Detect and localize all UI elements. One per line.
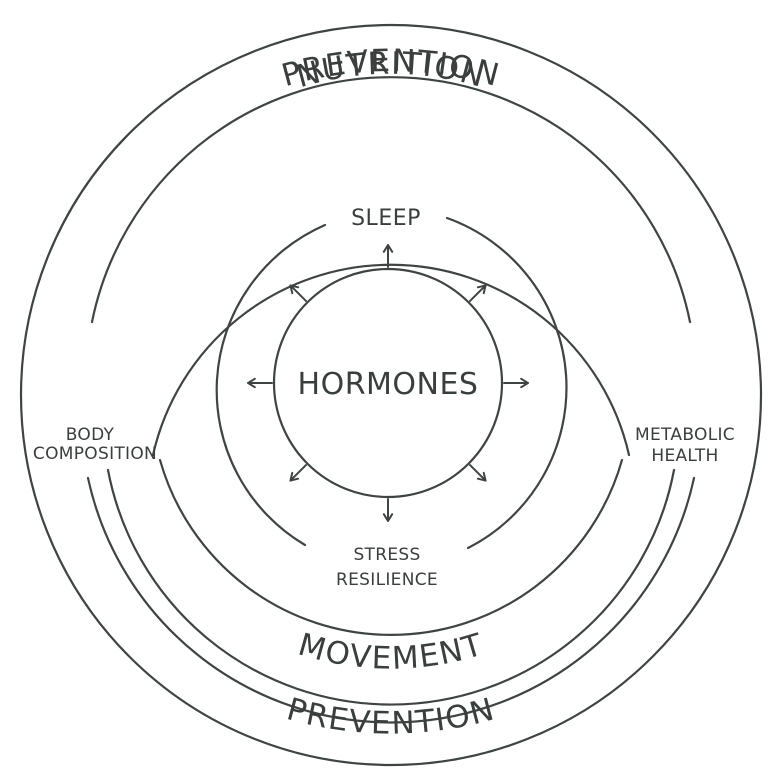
hormones-circle xyxy=(272,267,504,499)
composition-label: COMPOSITION xyxy=(33,444,157,464)
arrow-down-icon xyxy=(382,498,394,522)
arrow-up-icon xyxy=(382,244,394,268)
hormones-label: HORMONES xyxy=(298,367,479,402)
health-label: HEALTH xyxy=(651,446,718,466)
nutrition-band-outer-arc xyxy=(90,76,692,324)
arrow-down-left-icon xyxy=(289,464,307,482)
arrow-up-right-icon xyxy=(469,284,487,302)
body-label: BODY xyxy=(66,425,115,445)
arrow-up-left-icon xyxy=(289,284,307,302)
sleep-stress-ring-right-arc xyxy=(445,216,568,550)
stress-label: STRESS xyxy=(353,545,420,565)
movement-band-mid-arc xyxy=(106,468,676,706)
movement-band-inner-arc xyxy=(158,458,624,636)
arrow-right-icon xyxy=(503,377,529,389)
sleep-stress-ring-left-arc xyxy=(215,223,327,547)
movement-band-outer-arc xyxy=(86,476,696,724)
arrow-left-icon xyxy=(247,377,273,389)
resilience-label: RESILIENCE xyxy=(336,570,438,590)
radiating-arrows xyxy=(247,244,529,522)
outer-prevention-ring xyxy=(19,23,763,767)
arrow-down-right-icon xyxy=(469,464,487,482)
prevention-bottom-label: PREVENTION xyxy=(283,691,499,741)
sleep-label: SLEEP xyxy=(351,206,421,231)
metabolic-label: METABOLIC xyxy=(635,425,735,445)
nutrition-band-inner-arc xyxy=(151,263,631,457)
